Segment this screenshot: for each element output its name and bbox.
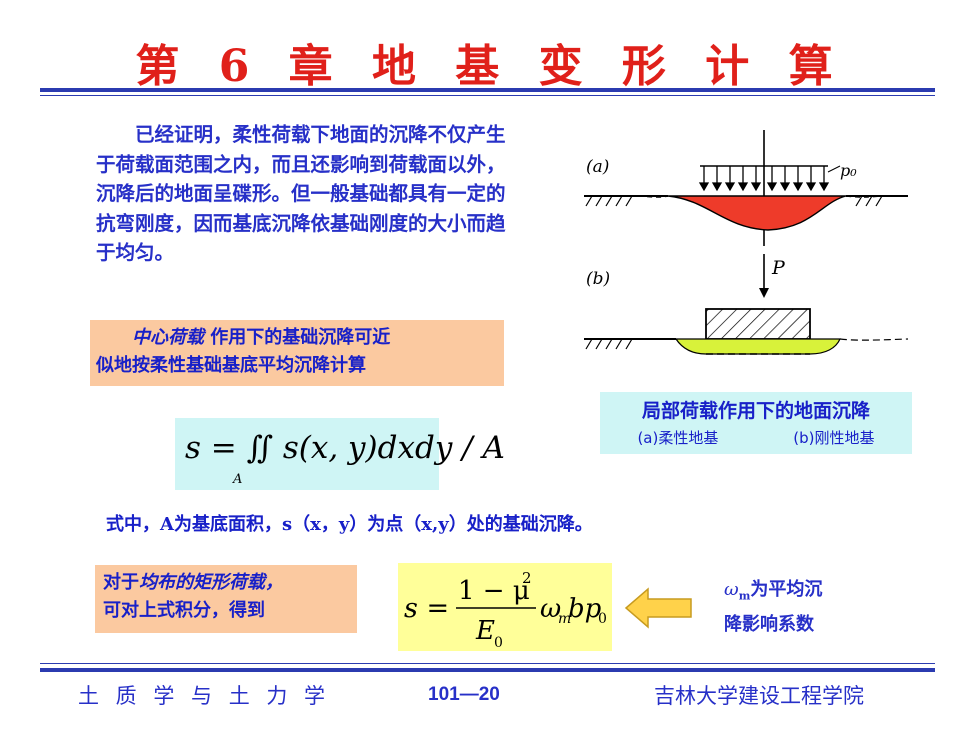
intro-paragraph: 已经证明，柔性荷载下地面的沉降不仅产生于荷载面范围之内，而且还影响到荷载面以外，… (96, 123, 506, 264)
p0-leader (827, 165, 841, 173)
formula2-bp: bp (568, 594, 602, 624)
ground-hatch-b (585, 338, 633, 350)
page-title: 第 6 章 地 基 变 形 计 算 (135, 41, 845, 92)
formula2-denominator-sub: 0 (494, 635, 503, 651)
figure-label-b: (b) (586, 269, 610, 289)
omega-note: ωm为平均沉 降影响系数 (724, 579, 823, 635)
settlement-figure: (a) p₀ (b) P (584, 130, 909, 355)
load-label-P: P (771, 257, 786, 279)
distributed-load-arrows (698, 166, 830, 192)
caption-sub: (a)柔性地基 (b)刚性地基 (600, 427, 912, 448)
caption-sub-b: (b)刚性地基 (793, 429, 875, 447)
ground-hatch-a (585, 195, 883, 207)
average-settlement-formula: s = ∬ s(x, y)dxdy / A A (175, 418, 505, 490)
basin-dash-right-b (839, 338, 909, 341)
rigid-settlement-basin (674, 338, 841, 355)
formula-text: s = ∬ s(x, y)dxdy / A (185, 430, 505, 466)
formula2-denominator: E (475, 616, 495, 646)
caption-main: 局部荷载作用下的地面沉降 (641, 400, 870, 422)
basin-dash-right-a (845, 195, 883, 198)
caption-sub-a: (a)柔性地基 (637, 429, 719, 447)
formula-explanation: 式中，A为基底面积，s（x，y）为点（x,y）处的基础沉降。 (106, 514, 593, 535)
formula-subscript: A (233, 472, 243, 487)
formula2-numerator: 1 − μ (458, 576, 530, 606)
footer-page-number: 101—20 (428, 684, 500, 705)
central-load-term: 中心荷载 (132, 327, 204, 348)
formula2-numerator-sup: 2 (522, 569, 532, 587)
figure-label-a: (a) (586, 157, 609, 177)
footer-rule-thin (40, 663, 935, 664)
formula2-bp-sub: 0 (598, 611, 607, 627)
basin-dash-left-a (637, 195, 669, 198)
footer-course: 土 质 学 与 土 力 学 (78, 684, 331, 708)
rigid-footing (705, 308, 811, 340)
formula2-lhs: s = (404, 593, 449, 624)
rect-load-box: 对于均布的矩形荷载， 可对上式积分，得到 (95, 565, 357, 633)
point-load-arrow-icon (759, 288, 769, 298)
flexible-settlement-basin (667, 195, 847, 231)
rect-settlement-formula: s = 1 − μ 2 E 0 ω m bp 0 (398, 563, 612, 651)
formula2-omega-sub: m (558, 611, 571, 627)
load-label-p0: p₀ (840, 161, 857, 180)
central-load-box: 中心荷载 作用下的基础沉降可近 似地按柔性基础基底平均沉降计算 (90, 320, 504, 386)
title-rule (40, 88, 935, 92)
figure-caption: 局部荷载作用下的地面沉降 (a)柔性地基 (b)刚性地基 (600, 392, 912, 454)
left-arrow-icon (624, 587, 692, 629)
footer-rule (40, 668, 935, 672)
title-rule-thin (40, 95, 935, 96)
footer-institution: 吉林大学建设工程学院 (654, 684, 864, 708)
formula2-omega: ω (540, 594, 561, 624)
